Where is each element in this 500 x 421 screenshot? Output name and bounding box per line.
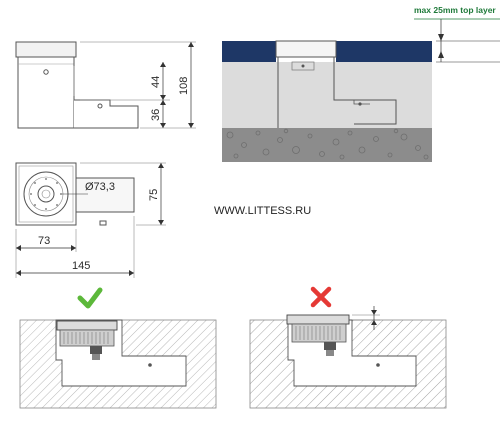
dim-height-lower: 36 [150, 109, 162, 121]
dim-height-upper: 44 [150, 76, 162, 88]
dim-head-width: 73 [38, 235, 50, 247]
top-view [15, 162, 166, 278]
top-layer-note-text: max 25mm top layer [414, 5, 496, 15]
dim-total-length: 145 [72, 260, 90, 272]
correct-install-diagram [19, 287, 217, 409]
cross-icon [310, 286, 332, 308]
gravel-layer [222, 128, 432, 162]
paving-layer-left [222, 41, 276, 62]
top-layer-note: max 25mm top layer [414, 5, 500, 63]
paving-layer-right [336, 41, 432, 62]
dim-diameter: Ø73,3 [85, 181, 115, 193]
check-icon [77, 287, 103, 309]
installed-section-view [222, 40, 432, 162]
wrong-install-diagram [249, 286, 447, 409]
dim-depth: 75 [148, 189, 160, 201]
side-view [15, 41, 196, 129]
site-watermark: WWW.LITTESS.RU [214, 205, 311, 217]
dim-height-total: 108 [178, 77, 190, 95]
